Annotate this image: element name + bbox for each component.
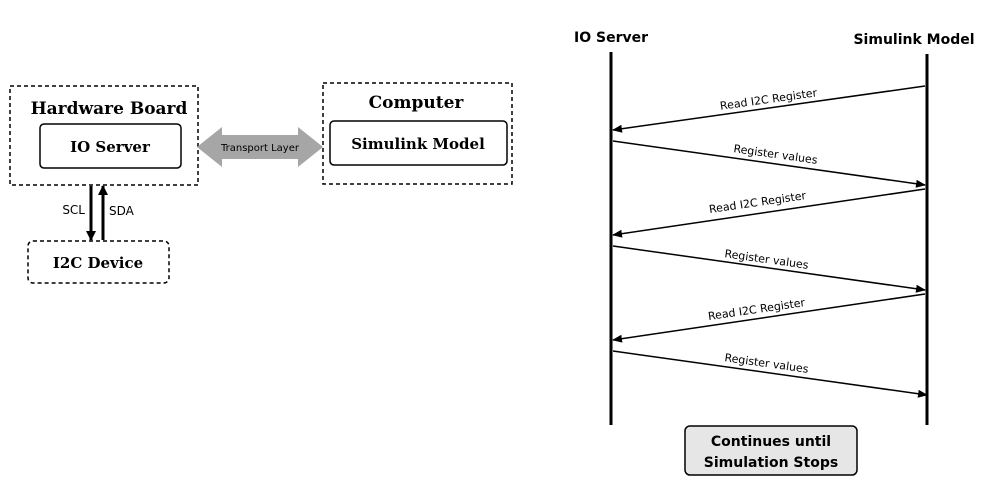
- sequence-message-6: Register values: [612, 350, 928, 398]
- i2c-device-label: I2C Device: [53, 254, 143, 272]
- message-arrow: [612, 140, 926, 188]
- simulink-model-label: Simulink Model: [351, 135, 485, 153]
- sda-label: SDA: [109, 204, 135, 218]
- sequence-message-4: Register values: [612, 245, 926, 293]
- computer-block: Computer Simulink Model: [322, 82, 513, 185]
- message-label: Read I2C Register: [708, 189, 807, 216]
- io-server-label: IO Server: [70, 138, 151, 156]
- transport-layer-label: Transport Layer: [220, 143, 300, 154]
- i2c-bus: SCL SDA: [62, 185, 135, 241]
- io-server-lane-title: IO Server: [574, 30, 648, 46]
- i2c-device-frame: [27, 240, 170, 284]
- sequence-message-1: Read I2C Register: [612, 85, 926, 133]
- sequence-message-5: Read I2C Register: [612, 293, 926, 343]
- transport-layer-arrow: Transport Layer: [197, 127, 323, 167]
- i2c-device-block: I2C Device: [27, 240, 170, 284]
- computer-frame: [322, 82, 513, 185]
- sequence-message-3: Read I2C Register: [612, 188, 926, 238]
- continues-until-frame: [684, 425, 858, 476]
- computer-title: Computer: [369, 93, 465, 113]
- continues-until-box: Continues until Simulation Stops: [684, 425, 858, 476]
- simulink-model-lane-title: Simulink Model: [853, 32, 974, 48]
- hardware-board-block: Hardware Board IO Server: [9, 85, 199, 186]
- message-arrow: [612, 188, 926, 238]
- transport-arrow-shape: [197, 127, 323, 167]
- sequence-diagram: IO Server Simulink Model Read I2C Regist…: [574, 30, 975, 476]
- message-label: Read I2C Register: [719, 86, 818, 113]
- continues-until-line1: Continues until: [711, 434, 831, 450]
- hardware-board-title: Hardware Board: [31, 99, 188, 119]
- sequence-message-2: Register values: [612, 140, 926, 188]
- io-server-box: [39, 123, 182, 169]
- scl-label: SCL: [62, 203, 85, 217]
- message-arrow: [612, 350, 928, 398]
- continues-until-line2: Simulation Stops: [704, 455, 838, 471]
- message-arrow: [612, 293, 926, 343]
- simulink-model-box: [329, 120, 508, 166]
- message-arrow: [612, 85, 926, 133]
- message-arrow: [612, 245, 926, 293]
